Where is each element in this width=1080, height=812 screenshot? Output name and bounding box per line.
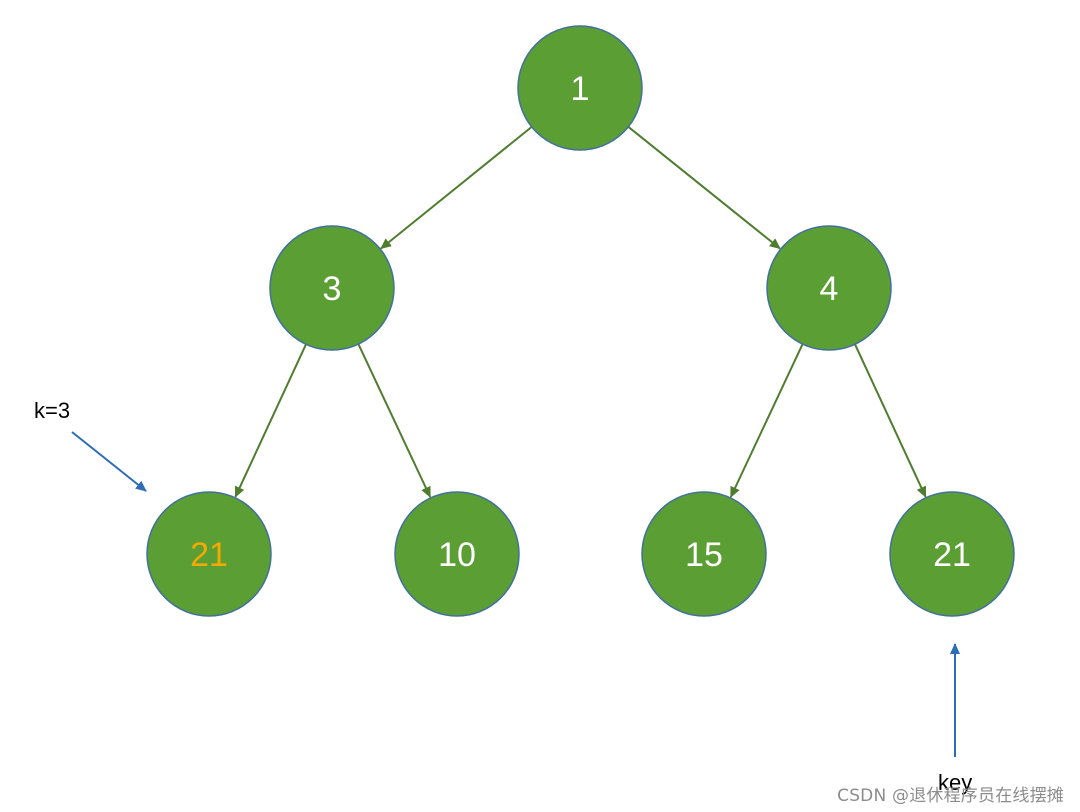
tree-node: 10 <box>394 491 520 617</box>
edges-layer <box>234 126 927 498</box>
node-circle <box>641 491 767 617</box>
k-pointer-arrow <box>71 431 147 492</box>
tree-node: 21 <box>889 491 1015 617</box>
tree-node: 3 <box>269 225 395 351</box>
node-label: 21 <box>933 536 971 574</box>
annotations-layer: k=3 key <box>34 398 972 795</box>
node-label: 4 <box>820 270 839 308</box>
tree-node: 4 <box>766 225 892 351</box>
node-label: 15 <box>685 536 723 574</box>
tree-node: 15 <box>641 491 767 617</box>
nodes-layer: 1 3 4 21 10 15 21 <box>146 25 1015 617</box>
edge-n3-n10 <box>357 343 432 498</box>
edge-n4-n21b <box>854 343 927 498</box>
edge-n3-n21a <box>234 343 307 498</box>
node-circle <box>889 491 1015 617</box>
node-label: 21 <box>190 536 228 574</box>
node-circle <box>146 491 272 617</box>
watermark: CSDN @退休程序员在线摆摊 <box>837 786 1064 806</box>
node-label: 1 <box>571 70 590 108</box>
k-label: k=3 <box>34 398 70 423</box>
node-circle <box>269 225 395 351</box>
key-label: key <box>938 770 972 795</box>
edge-n1-n4 <box>627 126 781 250</box>
node-circle <box>394 491 520 617</box>
node-label: 3 <box>323 270 342 308</box>
node-label: 10 <box>438 536 476 574</box>
edge-n4-n15 <box>729 343 804 498</box>
node-circle <box>517 25 643 151</box>
tree-node: 1 <box>517 25 643 151</box>
edge-n1-n3 <box>380 126 533 250</box>
node-circle <box>766 225 892 351</box>
tree-node: 21 <box>146 491 272 617</box>
